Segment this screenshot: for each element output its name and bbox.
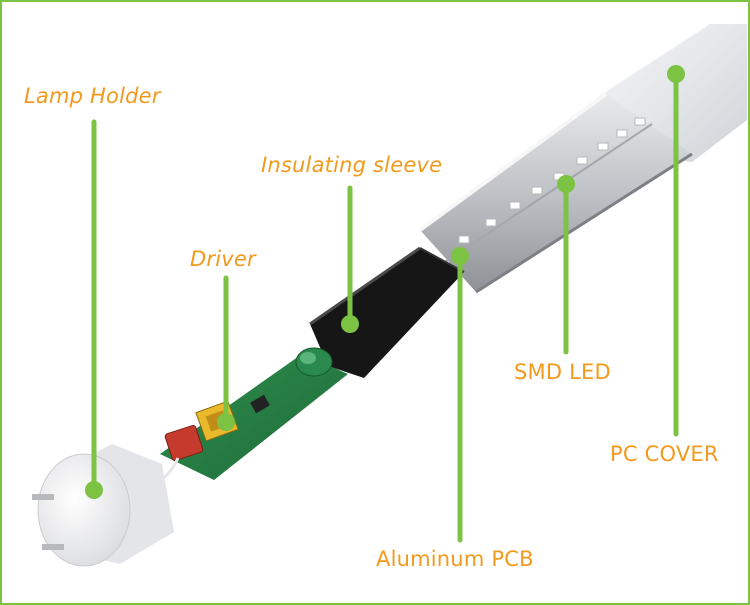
smd-led-chips	[458, 117, 646, 244]
leader-lines	[85, 65, 685, 543]
driver-dot	[217, 413, 235, 431]
label-driver: Driver	[190, 247, 256, 271]
insulating-sleeve-dot	[341, 315, 359, 333]
label-lamp-holder: Lamp Holder	[24, 84, 161, 108]
lamp-holder-shape	[32, 444, 174, 567]
pc-cover-dot	[667, 65, 685, 83]
aluminum-profile-shape	[418, 92, 693, 294]
insulating-sleeve-shape	[309, 246, 465, 378]
smd-led-dot	[557, 175, 575, 193]
label-aluminum-pcb: Aluminum PCB	[376, 547, 534, 571]
lamp-holder-dot	[85, 481, 103, 499]
label-insulating-sleeve: Insulating sleeve	[261, 153, 443, 177]
driver-board-shape	[151, 347, 348, 490]
aluminum-pcb-dot	[451, 247, 469, 265]
label-pc-cover: PC COVER	[610, 442, 719, 466]
label-smd-led: SMD LED	[514, 360, 611, 384]
